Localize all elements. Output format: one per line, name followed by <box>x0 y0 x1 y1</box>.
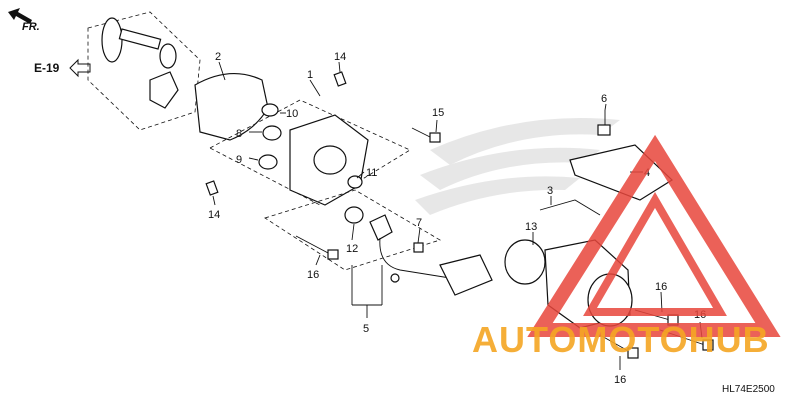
motor-callout-bracket <box>539 199 601 216</box>
part-code: HL74E2500 <box>722 384 775 395</box>
housing-oring <box>347 175 363 189</box>
callout-12: 12 <box>346 243 358 255</box>
sensor-connector <box>439 254 493 296</box>
gasket <box>194 72 269 141</box>
dowel-pin-top <box>333 71 347 87</box>
callout-16-left: 16 <box>307 269 319 281</box>
watermark-text: AUTOMOTOHUB <box>472 319 770 360</box>
callout-10: 10 <box>286 108 298 120</box>
callout-6: 6 <box>601 93 607 105</box>
callout-13: 13 <box>525 221 537 233</box>
cam-lever <box>149 71 179 109</box>
reference-label: E-19 <box>34 61 60 75</box>
hose-joint <box>369 214 393 241</box>
oil-seal <box>261 103 279 117</box>
callout-14-left: 14 <box>208 209 220 221</box>
housing-bore <box>313 145 347 175</box>
watermark-logo <box>527 134 781 337</box>
small-gear <box>159 43 177 69</box>
gear-shaft <box>118 28 162 50</box>
bolt-16-left <box>295 235 339 260</box>
bearing <box>262 125 282 141</box>
dowel-pin-left <box>205 180 219 196</box>
gear-reference-box <box>87 11 201 131</box>
callout-1: 1 <box>307 69 313 81</box>
callout-8: 8 <box>236 128 242 140</box>
callout-3: 3 <box>547 185 553 197</box>
hose-clip <box>390 273 400 283</box>
reference-arrow: E-19 <box>34 58 91 78</box>
callout-9: 9 <box>236 154 242 166</box>
callout-14-top: 14 <box>334 51 346 63</box>
callout-11: 11 <box>366 167 377 179</box>
wing-watermark <box>415 118 620 215</box>
callout-5: 5 <box>363 323 369 335</box>
bolt-15 <box>411 127 441 143</box>
callout-15: 15 <box>432 107 444 119</box>
bolt-7 <box>413 242 424 253</box>
callout-16-bottom: 16 <box>614 374 626 386</box>
front-direction-arrow: FR. <box>8 8 40 33</box>
seal-ring <box>258 154 278 170</box>
large-gear <box>101 17 123 63</box>
callout-16-right-top: 16 <box>655 281 667 293</box>
assembly-box-5 <box>264 189 441 271</box>
hose-line <box>379 237 451 279</box>
callout-7: 7 <box>416 217 422 229</box>
bolt-16-bottom <box>599 334 639 359</box>
direction-label: FR. <box>22 21 40 33</box>
motor-o-ring <box>504 239 546 285</box>
bolt-6 <box>597 110 611 136</box>
o-ring-12 <box>344 206 364 224</box>
callout-2: 2 <box>215 51 221 63</box>
